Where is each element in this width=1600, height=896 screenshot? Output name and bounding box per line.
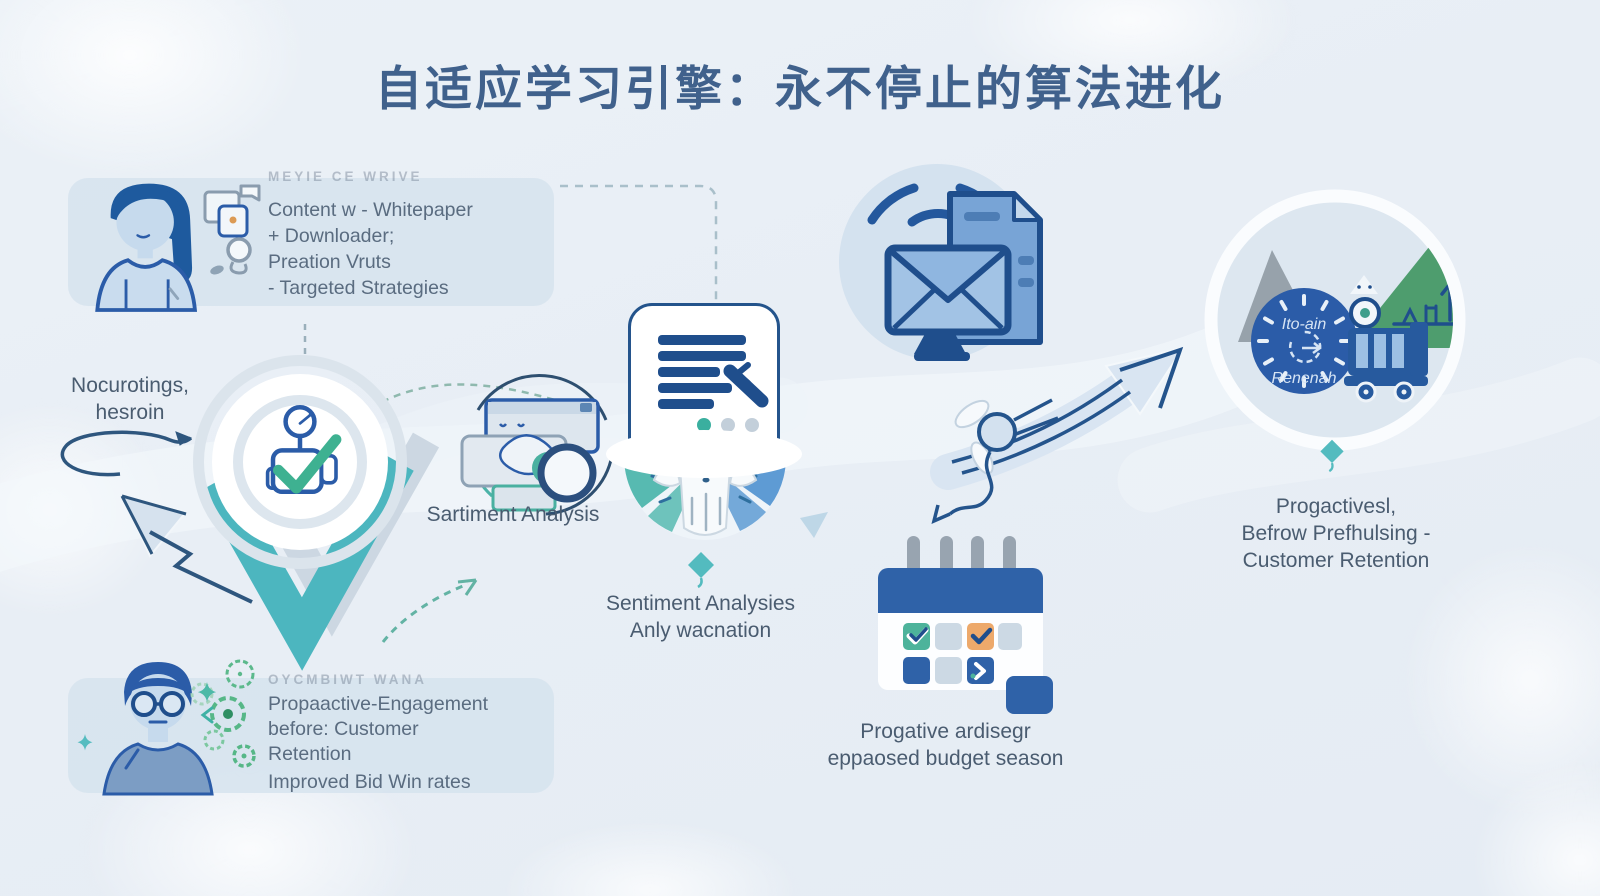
note-line: hesroin [95,401,165,424]
loop-arrow [60,430,193,477]
card-text-line: Propaactive-Engagement [268,693,489,715]
label-line: Customer Retention [1242,549,1430,572]
card-text-line: before: Customer [268,718,419,740]
clock-icon: Ito-ain Renenah [1251,288,1357,394]
email-monitor-icon [839,164,1043,361]
clock-train-illustration: Ito-ain Renenah [1204,189,1466,451]
card-text-block: Content w - Whitepaper + Downloader; Pre… [268,197,473,301]
clock-word-top: Ito-ain [1282,316,1327,333]
text-lines-icon [658,335,769,432]
triangle-accent [800,512,828,538]
card-text-line: Retention [268,743,352,765]
card-text-line: + Downloader; [268,225,395,247]
refresh-icon [1288,330,1322,364]
calendar-icon [878,536,1053,714]
handwritten-note: Nocurotings, hesroin [40,372,220,426]
card-text-line: - Targeted Strategies [268,277,449,299]
retention-label: Progactivesl, Befrow Prefhulsing - Custo… [1196,493,1476,574]
woman-avatar [95,183,198,312]
card-text-line: Content w - Whitepaper [268,199,473,221]
gears-doodle-icon [190,659,256,768]
sentiment-label: Sentiment Analysies Anly wacnation [588,590,813,644]
label-line: Anly wacnation [629,619,772,642]
analysis-machine-icon [460,374,613,516]
label-line: Progative ardisegr [860,720,1031,743]
sparkle-icon [197,682,217,703]
mountain-green [1348,242,1453,348]
label-line: Progactivesl, [1275,495,1397,518]
chat-documents-icon [203,184,261,275]
label-line: Sentiment Analysies [605,592,796,615]
label-line: Befrow Prefhulsing - [1241,522,1431,545]
card-text-line: Improved Bid Win rates [268,771,471,793]
ghost-header: OYCMBIWT WANA [268,672,427,687]
note-line: Nocurotings, [71,374,189,397]
page-title: 自适应学习引擎：永不停止的算法进化 [375,62,1225,115]
card-wave-skirt [606,430,802,478]
dashed-arrow-teal [381,578,478,643]
robot-checkmark-icon [265,404,342,495]
ghost-header: MEYIE CE WRIVE [268,169,423,184]
dashed-connector [560,184,718,300]
sparkle-icon [77,734,93,751]
sartiment-label: Sartiment Analysis [426,503,600,526]
man-avatar [102,662,214,796]
calendar-label: Progative ardisegr eppaosed budget seaso… [808,718,1083,772]
upleft-arrow [120,494,253,604]
diamond-marker [1320,439,1344,473]
swoosh-arrow [930,346,1186,490]
card-text-block: Propaactive-Engagement before: Customer … [268,692,488,795]
dashed-connector [381,383,556,404]
diamond-marker [688,552,714,589]
pinwheel-icon [931,398,1059,525]
pen-icon [723,364,769,408]
card-text-line: Preation Vruts [268,251,391,273]
train-icon [1344,275,1428,403]
monitor-envelope-icon [884,244,1012,361]
clock-word-bottom: Renenah [1272,370,1337,387]
label-line: eppaosed budget season [827,747,1064,770]
pin-outer-ring [193,355,407,569]
